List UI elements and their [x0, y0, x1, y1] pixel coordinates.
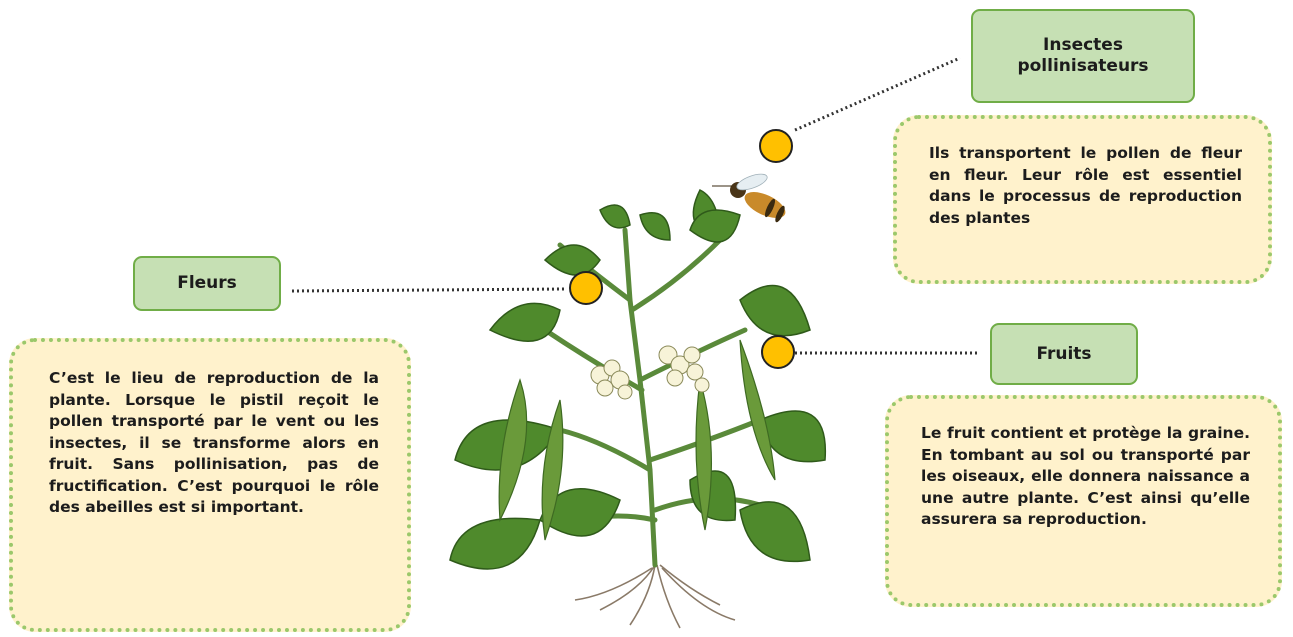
flowers-description: C’est le lieu de reproduction de la plan…	[49, 368, 379, 519]
flowers-label: Fleurs	[133, 256, 281, 311]
fruits-label: Fruits	[990, 323, 1138, 385]
marker-insects	[760, 130, 792, 162]
insects-label-text: Insectes pollinisateurs	[1008, 35, 1158, 77]
insects-label: Insectes pollinisateurs	[971, 9, 1195, 103]
marker-flowers	[570, 272, 602, 304]
fruits-description: Le fruit contient et protège la graine. …	[921, 423, 1250, 531]
flowers-description-box: C’est le lieu de reproduction de la plan…	[9, 338, 411, 632]
fruits-label-text: Fruits	[1036, 344, 1091, 365]
roots	[575, 565, 735, 628]
connector-flowers	[292, 289, 565, 291]
insects-description: Ils transportent le pollen de fleur en f…	[929, 143, 1242, 229]
fruits-description-box: Le fruit contient et protège la graine. …	[885, 395, 1282, 607]
insects-description-box: Ils transportent le pollen de fleur en f…	[893, 115, 1272, 284]
flowers-label-text: Fleurs	[177, 273, 237, 294]
marker-fruits	[762, 336, 794, 368]
